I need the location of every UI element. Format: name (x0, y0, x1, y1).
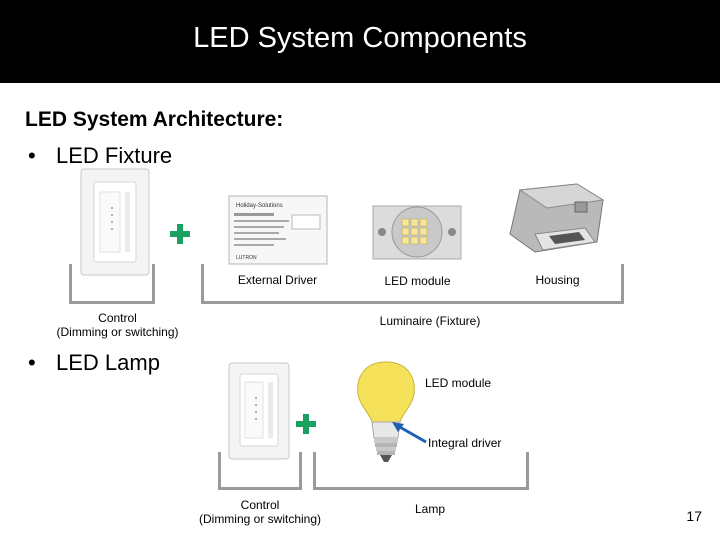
bullet-dot: • (28, 350, 36, 375)
control-caption-line2: (Dimming or switching) (198, 512, 322, 526)
control-caption-line1: Control (240, 498, 280, 512)
slide-title: LED System Components (193, 22, 527, 54)
lamp-control-bracket (218, 452, 302, 490)
lamp-led-module-label: LED module (425, 376, 492, 390)
driver-brand-text: Holiday-Solutions (236, 203, 283, 209)
control-bracket (69, 264, 155, 304)
slide-number: 17 (686, 508, 702, 524)
arrow-icon (392, 422, 427, 444)
dimmer-switch-icon (228, 362, 290, 460)
lamp-caption: Lamp (414, 502, 446, 516)
bullet-label: LED Fixture (56, 143, 173, 168)
control-caption-line2: (Dimming or switching) (56, 325, 179, 339)
section-heading: LED System Architecture: (25, 108, 284, 131)
bullet-led-fixture: • LED Fixture (28, 143, 172, 169)
integral-driver-label: Integral driver (428, 436, 502, 450)
bullet-led-lamp: • LED Lamp (28, 350, 160, 376)
dimmer-switch-icon (80, 168, 150, 276)
fixture-control-caption: Control (Dimming or switching) (40, 311, 195, 339)
led-driver-box-icon: Holiday-Solutions LUTRON (228, 195, 328, 265)
led-module-board-icon (372, 205, 462, 260)
recessed-housing-icon (509, 183, 605, 253)
control-caption-line1: Control (98, 311, 137, 325)
external-driver-label: External Driver (237, 273, 318, 287)
lamp-control-caption: Control (Dimming or switching) (185, 498, 335, 526)
housing-label: Housing (535, 273, 580, 287)
luminaire-caption: Luminaire (Fixture) (379, 314, 481, 328)
title-bar (0, 0, 720, 83)
led-bulb-icon (357, 361, 415, 462)
luminaire-bracket (201, 264, 624, 304)
bullet-label: LED Lamp (56, 350, 160, 375)
driver-maker-text: LUTRON (236, 255, 257, 261)
led-module-label: LED module (384, 274, 451, 288)
plus-icon (296, 414, 316, 434)
lamp-bracket (313, 452, 529, 490)
bullet-dot: • (28, 143, 36, 168)
plus-icon (170, 224, 190, 244)
